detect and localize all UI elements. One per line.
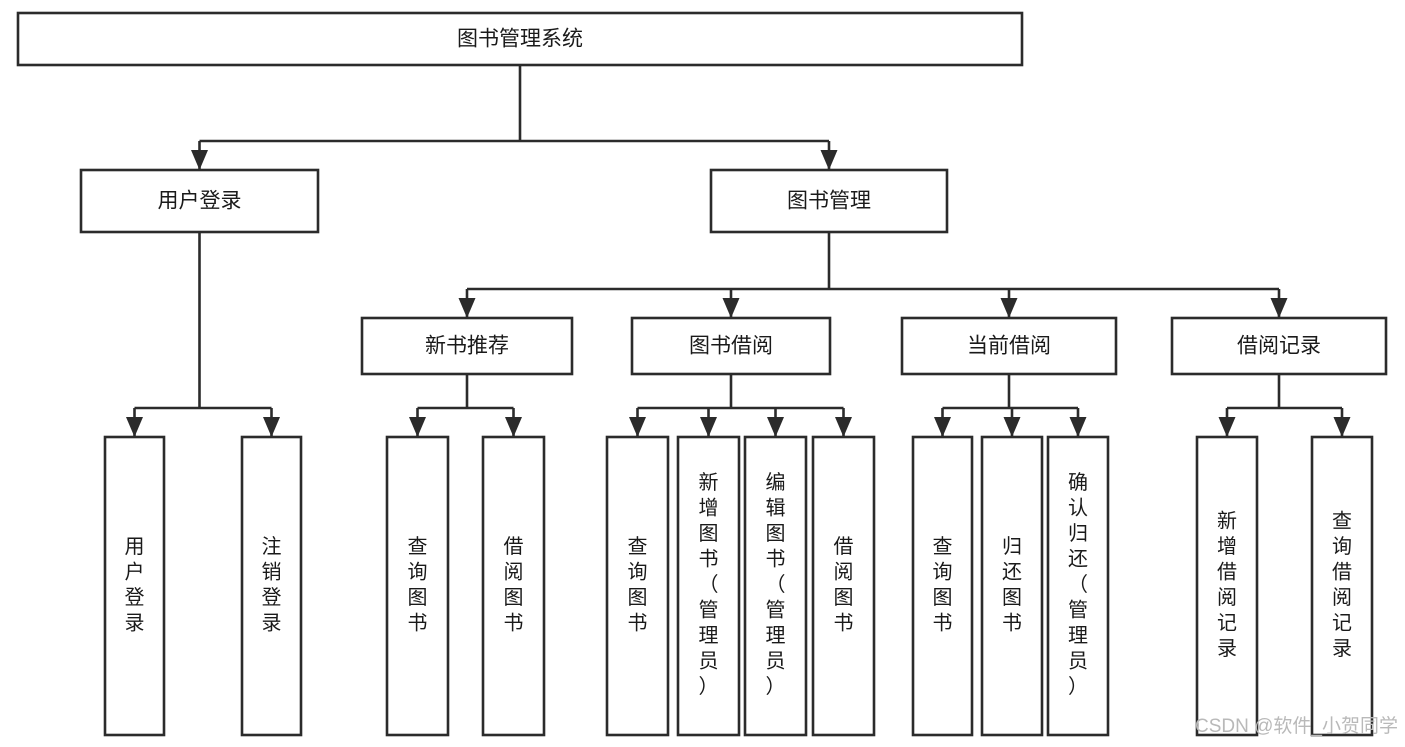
node-new-book-rec[interactable]: 新书推荐 (360, 316, 574, 376)
node-label: 确认归还（管理员） (1068, 471, 1088, 698)
node-root[interactable]: 图书管理系统 (16, 11, 1024, 67)
node-label: 新增图书（管理员） (699, 471, 719, 698)
node-label: 查询图书 (628, 535, 648, 635)
node-box (630, 316, 832, 376)
node-box (709, 168, 949, 234)
node-box (103, 435, 166, 737)
node-leaf-rec-borrow-book[interactable]: 借阅图书 (481, 435, 546, 737)
csdn-watermark: CSDN @软件_小贺同学 (1195, 715, 1398, 737)
node-layer: 图书管理系统用户登录图书管理新书推荐图书借阅当前借阅借阅记录用户登录注销登录查询… (16, 11, 1388, 737)
node-box (360, 316, 574, 376)
node-box (980, 435, 1044, 737)
node-box (911, 435, 974, 737)
node-box (240, 435, 303, 737)
node-leaf-return-book[interactable]: 归还图书 (980, 435, 1044, 737)
node-label: 查询图书 (408, 535, 428, 635)
node-leaf-rec-query-book[interactable]: 查询图书 (385, 435, 450, 737)
connector-layer (126, 65, 1351, 437)
node-leaf-edit-book-admin[interactable]: 编辑图书（管理员） (743, 435, 808, 737)
node-leaf-borrow-query-book[interactable]: 查询图书 (605, 435, 670, 737)
node-leaf-user-login[interactable]: 用户登录 (103, 435, 166, 737)
node-box (811, 435, 876, 737)
node-label: 图书管理 (787, 190, 871, 213)
node-label: 当前借阅 (967, 335, 1051, 358)
node-label: 注销登录 (262, 535, 282, 635)
node-label: 图书管理系统 (457, 28, 583, 51)
node-box (605, 435, 670, 737)
node-box (743, 435, 808, 737)
node-label: 借阅记录 (1237, 335, 1321, 358)
node-label: 新增借阅记录 (1217, 510, 1237, 661)
node-leaf-borrow-book[interactable]: 借阅图书 (811, 435, 876, 737)
node-box (900, 316, 1118, 376)
node-box (1195, 435, 1259, 737)
node-label: 用户登录 (158, 190, 242, 213)
node-current-borrow[interactable]: 当前借阅 (900, 316, 1118, 376)
node-box (385, 435, 450, 737)
node-label: 图书借阅 (689, 335, 773, 358)
node-box (1170, 316, 1388, 376)
node-label: 用户登录 (125, 536, 145, 635)
node-book-borrow[interactable]: 图书借阅 (630, 316, 832, 376)
node-label: 查询借阅记录 (1332, 510, 1352, 661)
node-box (676, 435, 741, 737)
node-label: 借阅图书 (834, 535, 854, 635)
node-box (16, 11, 1024, 67)
node-leaf-query-borrow-record[interactable]: 查询借阅记录 (1310, 435, 1374, 737)
node-box (481, 435, 546, 737)
node-leaf-confirm-return-admin[interactable]: 确认归还（管理员） (1046, 435, 1110, 737)
node-label: 新书推荐 (425, 335, 509, 358)
node-label: 编辑图书（管理员） (766, 471, 786, 698)
node-label: 查询图书 (933, 535, 953, 635)
node-leaf-add-book-admin[interactable]: 新增图书（管理员） (676, 435, 741, 737)
node-box (79, 168, 320, 234)
node-book-manage[interactable]: 图书管理 (709, 168, 949, 234)
node-box (1046, 435, 1110, 737)
node-label: 借阅图书 (504, 535, 524, 635)
node-leaf-cur-query-book[interactable]: 查询图书 (911, 435, 974, 737)
node-label: 归还图书 (1002, 535, 1022, 635)
node-leaf-add-borrow-record[interactable]: 新增借阅记录 (1195, 435, 1259, 737)
node-borrow-record[interactable]: 借阅记录 (1170, 316, 1388, 376)
node-user-login[interactable]: 用户登录 (79, 168, 320, 234)
node-leaf-logout[interactable]: 注销登录 (240, 435, 303, 737)
node-box (1310, 435, 1374, 737)
